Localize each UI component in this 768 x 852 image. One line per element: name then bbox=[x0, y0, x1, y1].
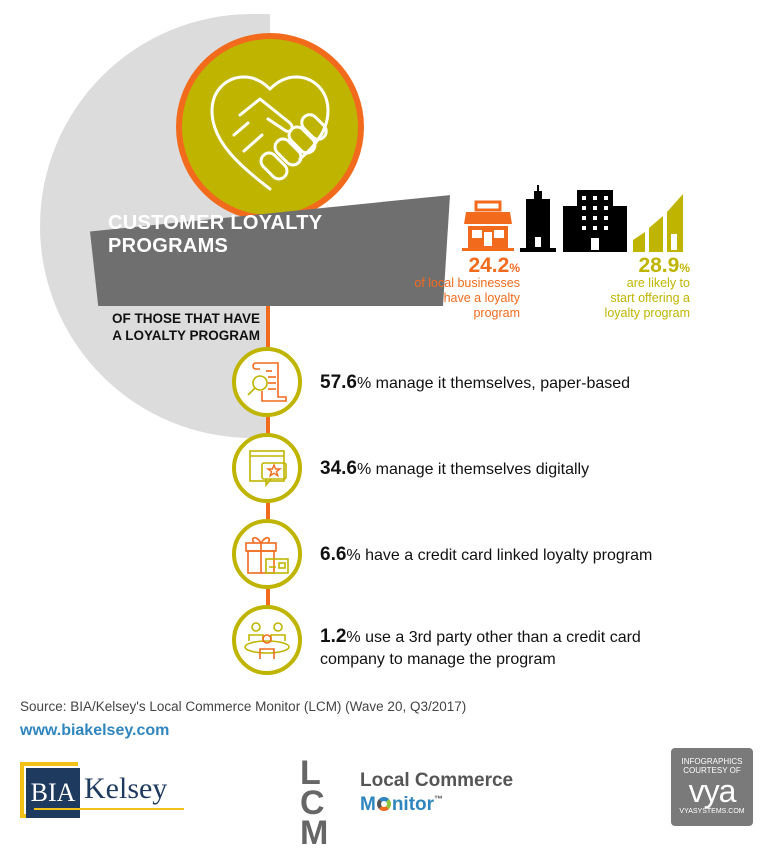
vya-line2: COURTESY OF bbox=[683, 766, 741, 775]
lcm-line1: Local Commerce bbox=[360, 770, 514, 791]
source-citation: Source: BIA/Kelsey's Local Commerce Moni… bbox=[20, 699, 467, 714]
stat-likely-to-start: 28.9% are likely to start offering a loy… bbox=[540, 255, 690, 321]
item-credit-card: 6.6% have a credit card linked loyalty p… bbox=[320, 544, 652, 567]
stat-line: start offering a bbox=[610, 291, 690, 305]
item-icon-circle bbox=[232, 605, 302, 675]
item-unit: % bbox=[346, 629, 361, 646]
item-value: 1.2 bbox=[320, 626, 347, 647]
item-third-party: 1.2% use a 3rd party other than a credit… bbox=[320, 626, 641, 671]
item-label: have a credit card linked loyalty progra… bbox=[360, 547, 653, 564]
stat-unit: % bbox=[509, 261, 520, 275]
vya-url: VYASYSTEMS.COM bbox=[679, 808, 745, 815]
stat-line: have a loyalty bbox=[443, 291, 520, 305]
item-value: 34.6 bbox=[320, 458, 357, 479]
item-unit: % bbox=[356, 375, 372, 392]
item-label: manage it themselves, paper-based bbox=[371, 375, 631, 392]
item-unit: % bbox=[356, 461, 372, 478]
logo-underline bbox=[34, 808, 184, 810]
item-label: manage it themselves digitally bbox=[371, 461, 590, 478]
item-value: 57.6 bbox=[320, 372, 357, 393]
vya-line1: INFOGRAPHICS bbox=[681, 757, 743, 766]
lcm-monitor-ring-icon bbox=[376, 797, 391, 811]
logo-bia-text: BIA bbox=[26, 768, 80, 818]
subheading-line: A LOYALTY PROGRAM bbox=[112, 328, 260, 343]
lcm-m: M bbox=[360, 794, 376, 815]
logo-kelsey-text: Kelsey bbox=[84, 772, 168, 805]
item-label: use a 3rd party other than a credit card bbox=[360, 629, 641, 646]
item-label-line2: company to manage the program bbox=[320, 651, 556, 668]
vya-brand: vya bbox=[688, 773, 737, 809]
people-meeting-icon bbox=[244, 622, 290, 659]
lcm-nitor: nitor bbox=[391, 794, 435, 815]
lcm-tm: ™ bbox=[434, 794, 444, 804]
stat-line: are likely to bbox=[626, 276, 690, 290]
item-icon-circle bbox=[232, 433, 302, 503]
stat-line: loyalty program bbox=[604, 306, 690, 320]
item-value: 6.6 bbox=[320, 544, 347, 565]
item-paper-based: 57.6% manage it themselves, paper-based bbox=[320, 372, 630, 395]
website-link[interactable]: www.biakelsey.com bbox=[20, 722, 170, 739]
bia-kelsey-logo: BIA Kelsey bbox=[20, 762, 190, 822]
handshake-heart-icon bbox=[210, 75, 330, 191]
gift-credit-card-icon bbox=[245, 536, 289, 574]
vya-badge: INFOGRAPHICS COURTESY OF vya VYASYSTEMS.… bbox=[671, 748, 753, 826]
stat-local-businesses: 24.2% of local businesses have a loyalty… bbox=[370, 255, 520, 321]
page-title: CUSTOMER LOYALTY PROGRAMS bbox=[108, 212, 323, 257]
stat-value: 24.2 bbox=[468, 254, 510, 277]
title-ribbon bbox=[90, 195, 450, 306]
growth-bars-icon bbox=[633, 194, 683, 252]
storefront-icon bbox=[462, 200, 514, 251]
skyscraper-icon bbox=[520, 185, 556, 252]
item-icon-circle bbox=[232, 347, 302, 417]
stat-line: of local businesses bbox=[414, 276, 520, 290]
subheading-line: OF THOSE THAT HAVE bbox=[112, 311, 260, 326]
document-magnifier-icon bbox=[247, 362, 287, 402]
lcm-letters-text: LCM bbox=[300, 754, 328, 852]
stat-line: program bbox=[473, 306, 520, 320]
hero-circle bbox=[176, 33, 364, 221]
item-digital: 34.6% manage it themselves digitally bbox=[320, 458, 589, 481]
office-building-icon bbox=[563, 190, 627, 252]
subheading: OF THOSE THAT HAVE A LOYALTY PROGRAM bbox=[72, 310, 260, 344]
item-icon-circle bbox=[232, 519, 302, 589]
browser-star-chat-icon bbox=[249, 450, 287, 488]
item-unit: % bbox=[346, 547, 361, 564]
stat-value: 28.9 bbox=[638, 254, 680, 277]
lcm-letters: LCM bbox=[300, 754, 350, 852]
stat-unit: % bbox=[679, 261, 690, 275]
